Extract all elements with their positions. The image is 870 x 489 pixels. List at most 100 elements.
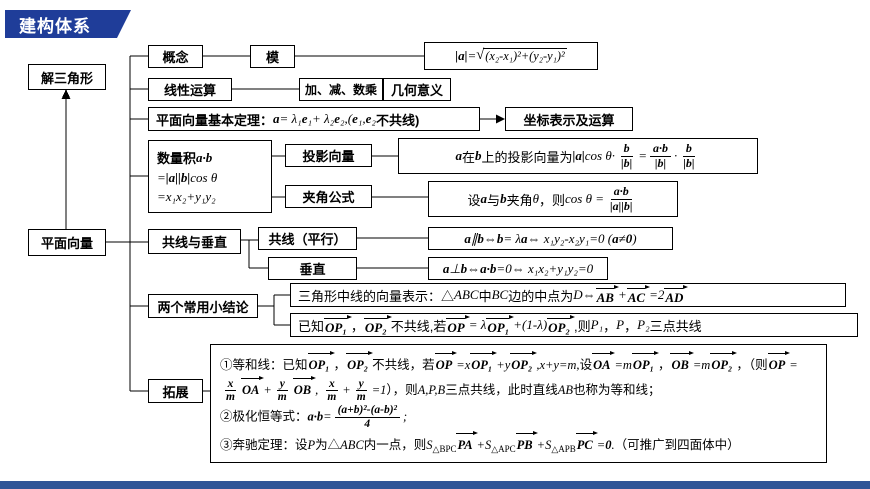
formula-text: a [464, 230, 471, 246]
formula-text: 0 [625, 230, 633, 246]
vector-with-arrow: OP₁ [324, 315, 352, 336]
radical: √(x₂-x₁)²+(y₂-y₁)² [476, 48, 567, 64]
formula-text: a [521, 230, 528, 246]
vector-with-arrow: OB [670, 350, 695, 375]
formula-text: = [157, 170, 166, 185]
vector-with-arrow: OP [446, 315, 471, 336]
fraction: b|b| [618, 142, 635, 169]
formula-text: θ [532, 191, 539, 206]
fraction-numerator: a·b [610, 185, 632, 200]
formula-text: ，（则 [736, 358, 768, 372]
formula-text: 不共线，若 [372, 358, 435, 372]
fraction-numerator: a·b [650, 142, 671, 157]
formula-text: a [480, 191, 488, 206]
node-geometric-meaning: 几何意义 [383, 78, 451, 101]
formula-text: e [352, 111, 358, 126]
formula-text: b [500, 191, 507, 206]
formula-text: e [301, 111, 308, 126]
fraction-numerator: x [224, 378, 237, 392]
formula-text: BC [491, 287, 509, 302]
formula-text: +(1-λ) [513, 317, 548, 332]
formula-text: +y [496, 358, 511, 372]
formula-text: ①等和线：已知 [220, 358, 308, 372]
vector-with-arrow: OP₁ [470, 350, 498, 375]
formula-text: 数量积 [157, 151, 197, 166]
node-two-conclusions: 两个常用小结论 [148, 294, 258, 318]
formula-text: ₂ [371, 111, 376, 126]
formula-text: cos θ [190, 170, 218, 185]
formula-text: ₂,( [339, 111, 353, 126]
formula-text: △BPC [432, 444, 457, 455]
node-solve-triangle: 解三角形 [28, 64, 106, 90]
vector-with-arrow: AD [664, 285, 689, 306]
formula-text: + [263, 383, 272, 398]
fraction-numerator: y [276, 378, 288, 392]
formula-text: ②极化恒等式： [220, 409, 308, 424]
formula-text: S [426, 438, 433, 453]
formula-text: . [611, 438, 615, 453]
vector-with-arrow: OP₁ [307, 350, 335, 375]
formula-text: 三点共线，此时直线 [445, 383, 558, 398]
fraction-denominator: |b| [654, 155, 667, 170]
formula-text: ∥ [470, 230, 478, 246]
formula-text: b [460, 260, 468, 276]
formula-text: ,x+y=m, [536, 358, 580, 372]
formula-perpendicular: a⊥b⇔a·b=0⇔ x₁x₂+y₁y₂=0 [428, 257, 608, 280]
fraction-denominator: |b| [621, 155, 633, 170]
formula-text: 夹角 [506, 192, 533, 208]
formula-text: ， [333, 358, 347, 372]
vector-with-arrow: OP [434, 350, 457, 375]
formula-text: a·b [307, 409, 324, 424]
vector-with-arrow: OB [292, 376, 317, 400]
formula-text: 与 [487, 192, 501, 208]
formula-text: = λ [468, 317, 487, 332]
fraction-numerator: b [682, 142, 695, 157]
vector-with-arrow: OA [240, 376, 265, 400]
vector-with-arrow: PA [456, 431, 478, 455]
fraction-denominator: m [356, 391, 366, 404]
formula-text: 也称为等和线； [572, 383, 661, 398]
formula-text: ₁, [357, 111, 366, 126]
fraction-numerator: y [355, 378, 367, 392]
vector-with-arrow: OP₂ [510, 350, 538, 375]
formula-text: |a||b| [165, 170, 191, 185]
formula-text: 内一点，则 [363, 438, 427, 453]
formula-text: = [467, 48, 477, 63]
node-collinear-perp: 共线与垂直 [148, 229, 241, 254]
formula-text: e [334, 111, 340, 126]
formula-text: P₂ [637, 317, 650, 332]
formula-text: cos θ· [584, 148, 615, 163]
vector-with-arrow: OP₁ [486, 315, 515, 336]
formula-text: 三角形中线的向量表示：△ [298, 288, 455, 304]
formula-text: cos θ = [564, 191, 604, 206]
vector-with-arrow: PB [515, 431, 538, 455]
formula-text: +S [476, 438, 492, 453]
formula-text: ， [624, 318, 638, 334]
formula-text: b [496, 230, 504, 246]
formula-text: ,则 [574, 318, 591, 334]
dot-product-line2: = |a||b|cos θ [157, 170, 217, 186]
node-collinear: 共线（平行） [258, 227, 357, 250]
formula-text: AB [557, 383, 573, 398]
node-modulus: 模 [250, 45, 295, 68]
formula-text: ⇔ [483, 230, 497, 246]
formula-text: ₁+ λ₂ [307, 111, 335, 126]
fraction-denominator: |a||b| [609, 198, 633, 213]
vector-with-arrow: AC [626, 285, 651, 306]
formula-text: ≠ [618, 230, 626, 246]
formula-text: ， [350, 318, 364, 334]
formula-text: ， [603, 318, 617, 334]
node-extension: 拓展 [148, 379, 203, 403]
formula-text: =0⇔ x₁x₂+y₁y₂=0 [496, 260, 594, 276]
formula-text: ⇔ [582, 287, 596, 302]
